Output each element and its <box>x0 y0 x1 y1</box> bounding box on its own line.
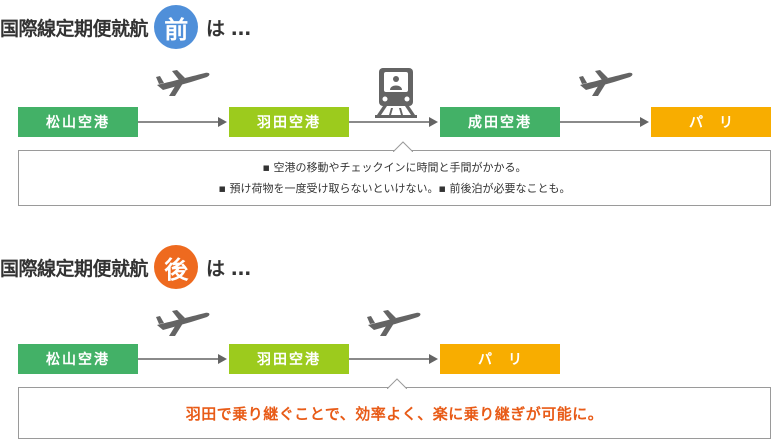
stop-haneda-airport: 羽田空港 <box>229 107 349 137</box>
airplane-icon <box>156 70 210 96</box>
stop-paris: パリ <box>651 107 771 137</box>
heading-after-title: 国際線定期便就航 <box>0 257 149 280</box>
callout-notch <box>387 378 407 389</box>
airplane-icon <box>579 70 633 96</box>
note-after-text: 羽田で乗り継ぐことで、効率よく、楽に乗り継ぎが可能に。 <box>185 405 604 423</box>
arrow-icon <box>560 117 649 127</box>
note-before: ▪ 空港の移動やチェックインに時間と手間がかかる。 ▪ 預け荷物を一度受け取らな… <box>18 141 771 206</box>
heading-before-title: 国際線定期便就航 <box>0 17 149 40</box>
airplane-icon <box>367 310 421 336</box>
heading-after: 国際線定期便就航 後 は ... <box>0 245 251 289</box>
stop-matsuyama-airport: 松山空港 <box>18 344 138 374</box>
airplane-icon <box>156 310 210 336</box>
stop-matsuyama-airport: 松山空港 <box>18 107 138 137</box>
callout-notch <box>393 141 413 152</box>
heading-before: 国際線定期便就航 前 は ... <box>0 5 251 49</box>
note-after: 羽田で乗り継ぐことで、効率よく、楽に乗り継ぎが可能に。 <box>18 378 771 439</box>
train-icon <box>375 68 417 118</box>
badge-before: 前 <box>154 5 199 49</box>
arrow-icon <box>349 117 438 127</box>
arrow-icon <box>349 354 438 364</box>
heading-after-suffix: は ... <box>206 257 251 280</box>
stop-narita-airport: 成田空港 <box>440 107 560 137</box>
note-before-line-2: ▪ 預け荷物を一度受け取らないといけない。▪ 前後泊が必要なことも。 <box>218 182 571 195</box>
stop-haneda-airport: 羽田空港 <box>229 344 349 374</box>
stop-paris: パリ <box>440 344 560 374</box>
arrow-icon <box>138 354 227 364</box>
heading-before-suffix: は ... <box>206 17 251 40</box>
note-before-line-1: ▪ 空港の移動やチェックインに時間と手間がかかる。 <box>262 161 527 174</box>
badge-after: 後 <box>154 245 199 289</box>
arrow-icon <box>138 117 227 127</box>
